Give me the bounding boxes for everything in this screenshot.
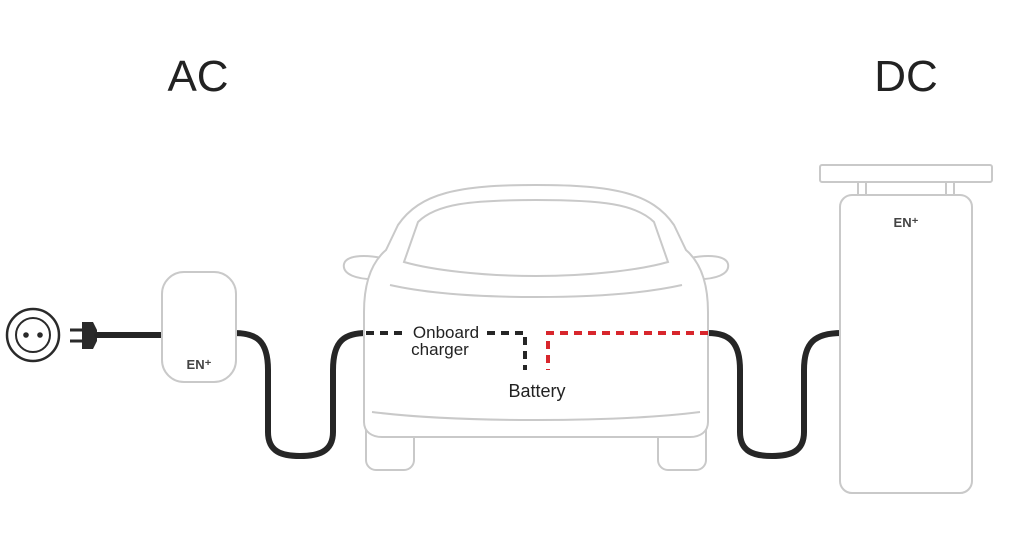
onboard-charger-label-line1: Onboard bbox=[413, 323, 479, 342]
battery-label: Battery bbox=[508, 381, 565, 401]
dc-charging-station: EN⁺ bbox=[819, 164, 993, 494]
ac-cable bbox=[231, 330, 370, 459]
dc-internal-path bbox=[546, 331, 708, 370]
dc-station-logo: EN⁺ bbox=[894, 215, 919, 230]
ac-title: AC bbox=[167, 52, 228, 101]
dc-cable bbox=[705, 330, 845, 459]
wallbox-logo: EN⁺ bbox=[187, 357, 212, 372]
socket-icon bbox=[5, 307, 61, 363]
ac-wallbox: EN⁺ bbox=[161, 271, 237, 383]
onboard-charger-label-line2: charger bbox=[411, 340, 469, 359]
plug-icon bbox=[70, 322, 97, 349]
dc-title: DC bbox=[874, 52, 938, 101]
ac-internal-path-2 bbox=[487, 331, 527, 370]
car bbox=[342, 183, 730, 471]
